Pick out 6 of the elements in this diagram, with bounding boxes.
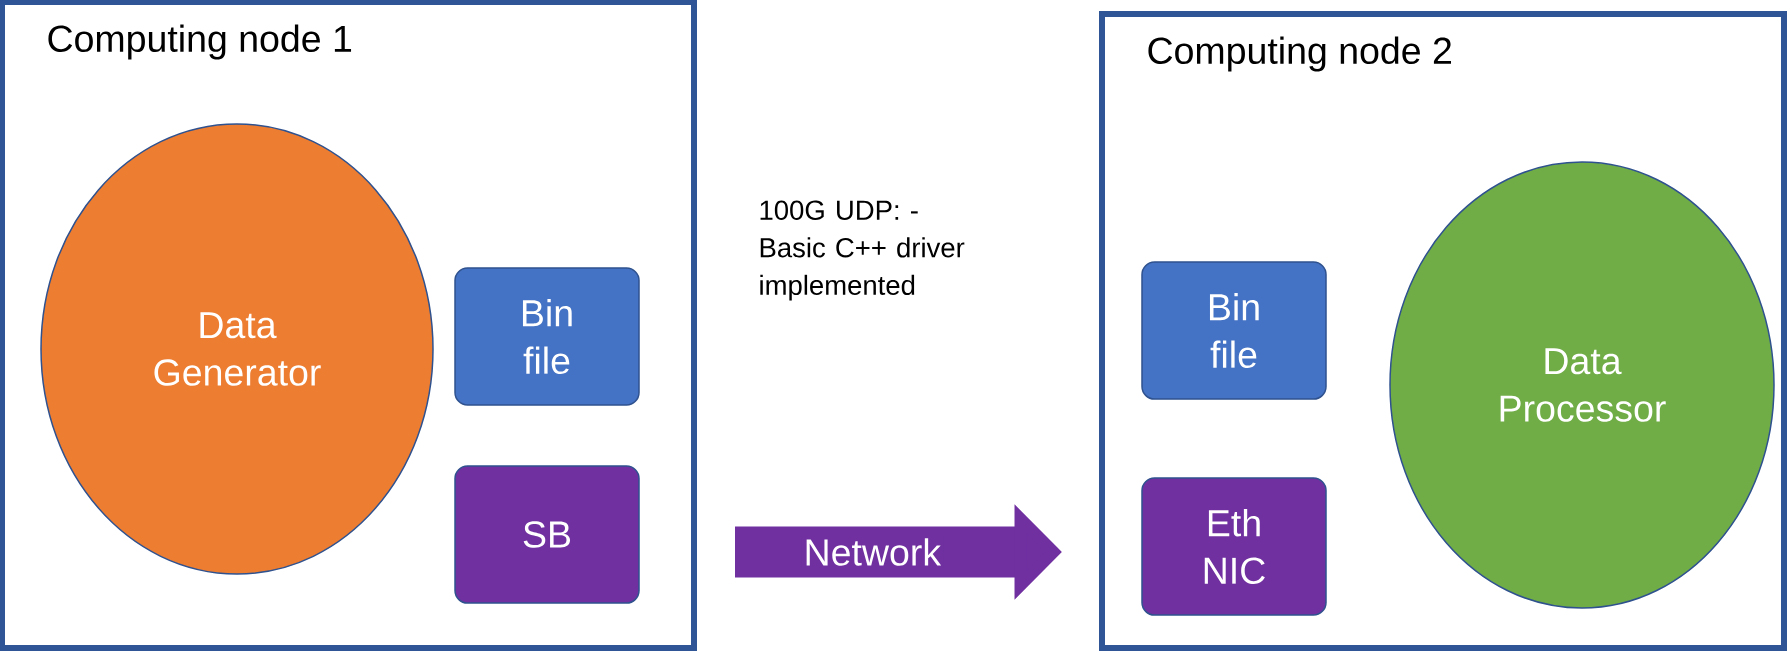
- component-box: SB: [454, 465, 640, 604]
- component-box: Bin file: [1141, 261, 1327, 400]
- note-text: 100G UDP: - Basic C++ driver implemented: [760, 200, 965, 301]
- edge-label: Network: [801, 535, 944, 569]
- component-box: Bin file: [454, 267, 640, 406]
- component-box: Eth NIC: [1141, 477, 1327, 616]
